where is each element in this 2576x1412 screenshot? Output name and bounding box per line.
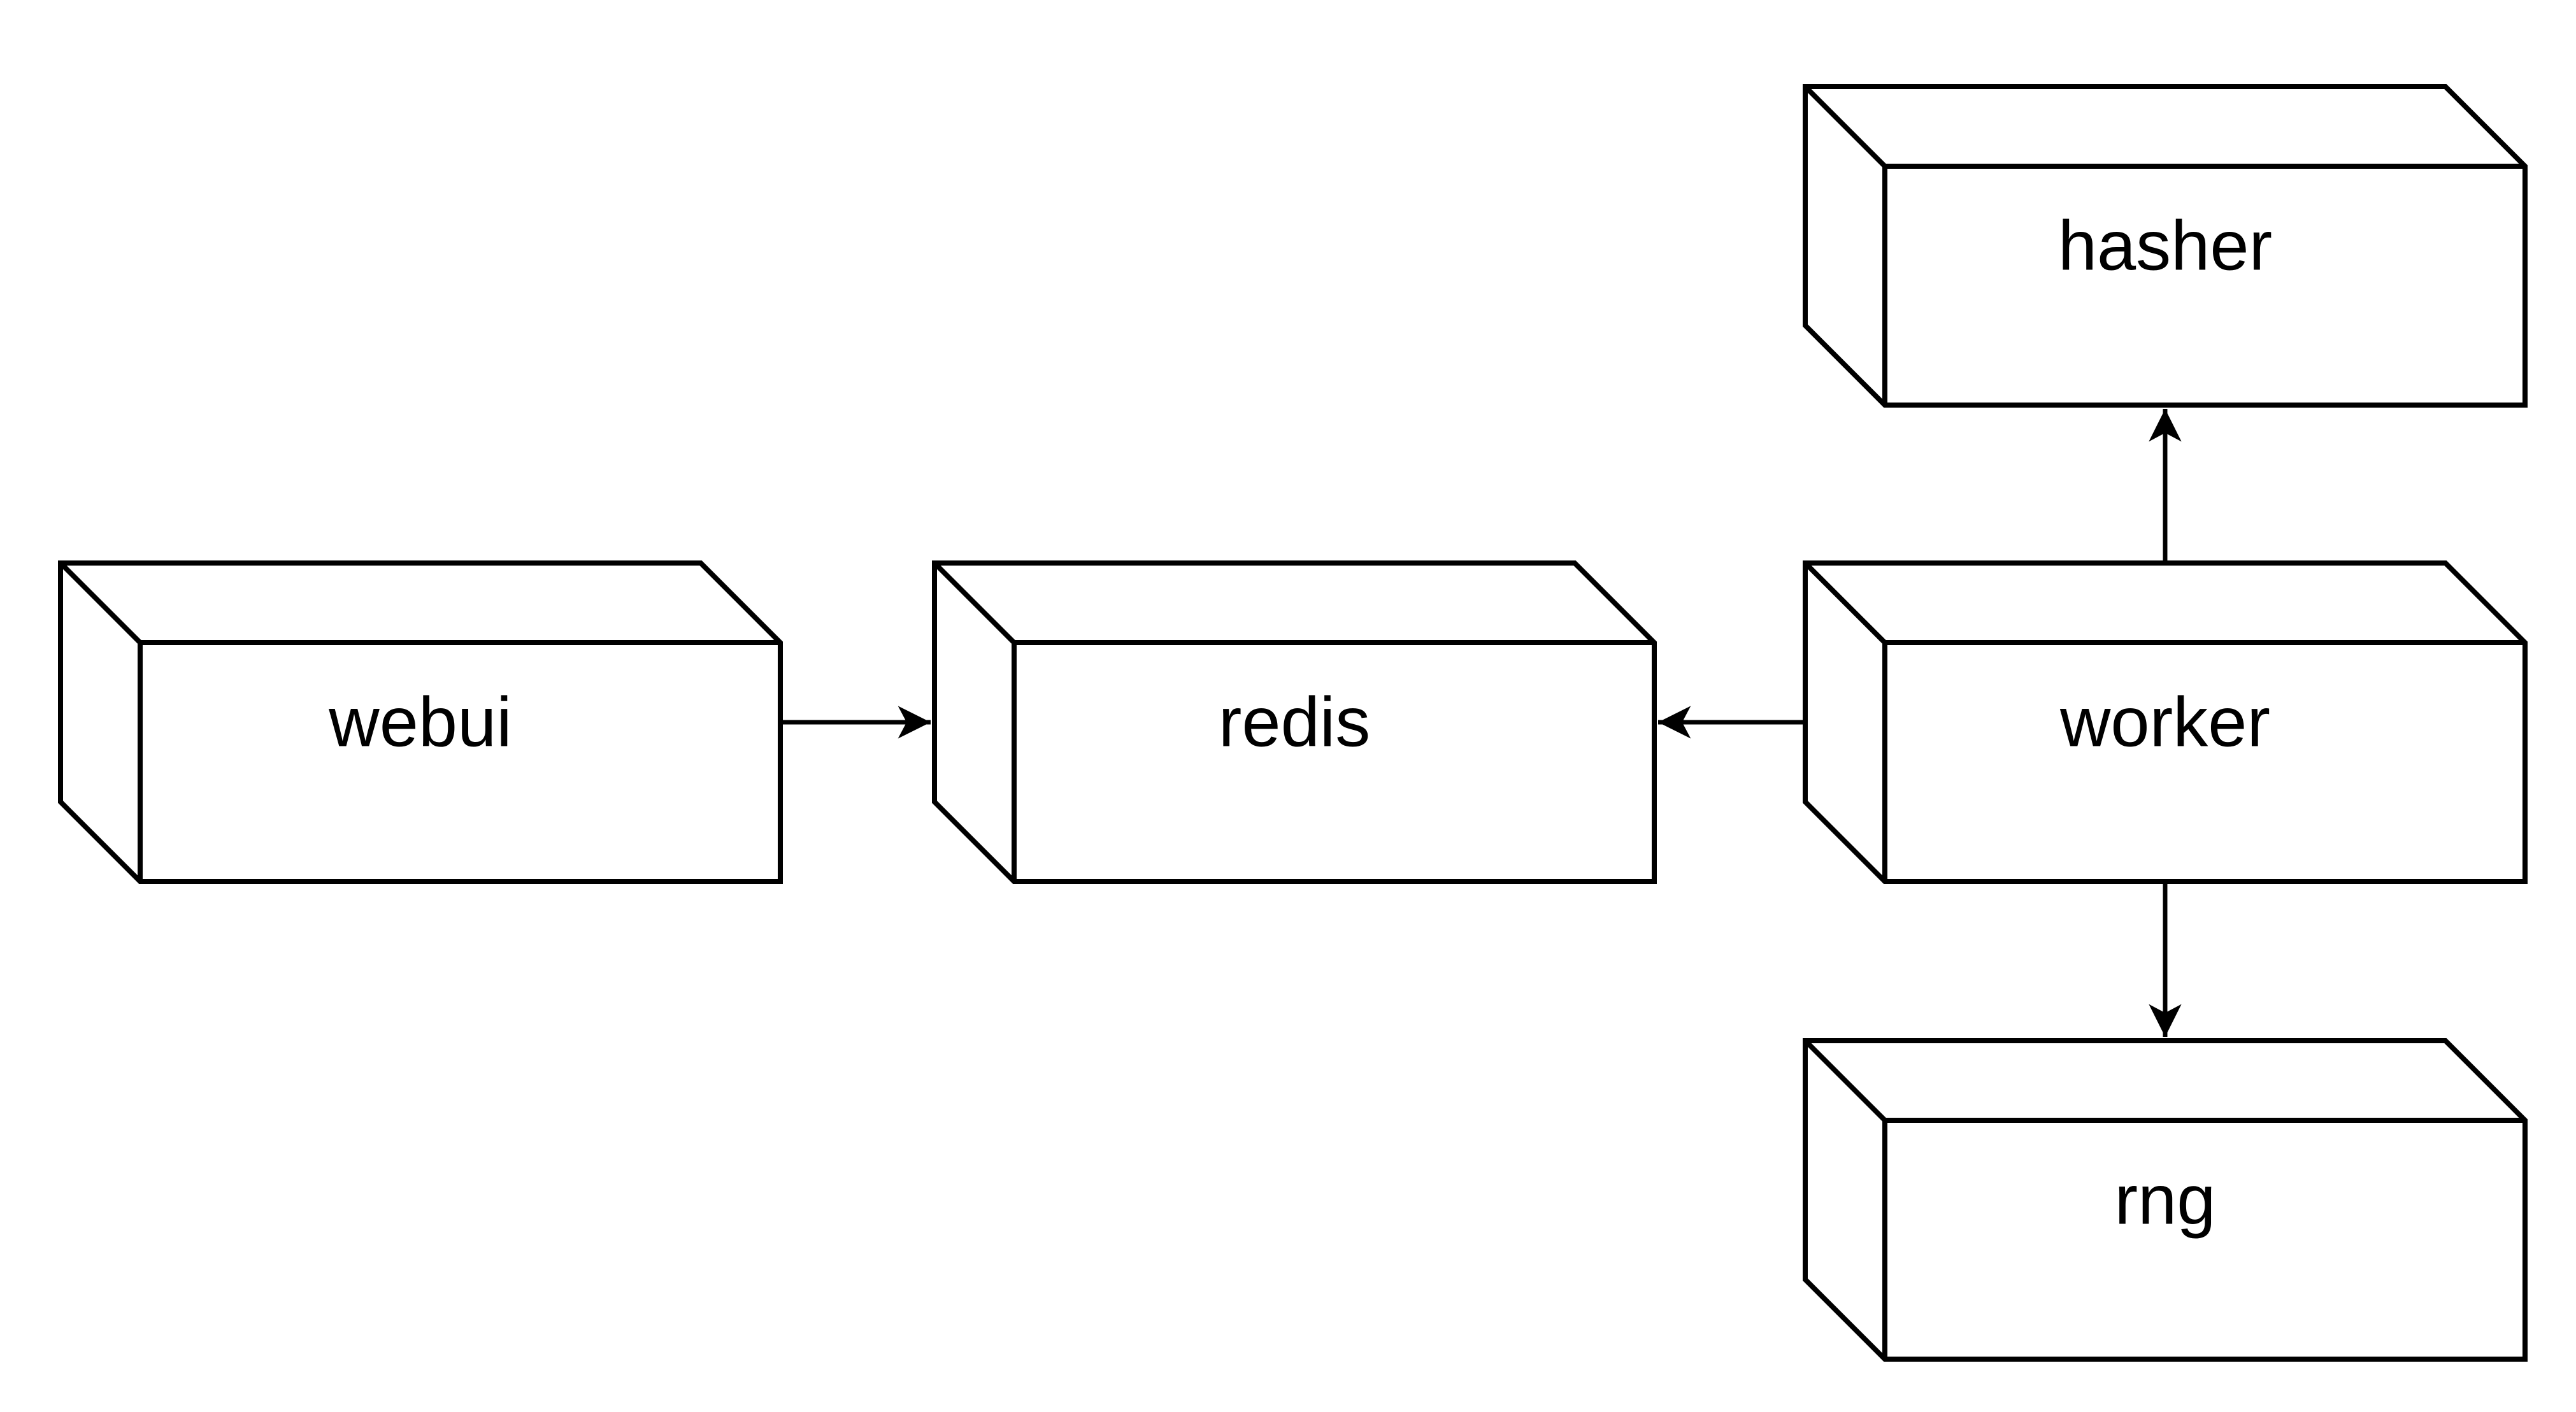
node-label: worker <box>2059 683 2270 762</box>
cube-edges <box>1803 561 2525 881</box>
node-label: redis <box>1219 683 1370 762</box>
cube-edges <box>933 561 1654 881</box>
node-worker[interactable]: worker <box>1803 560 2528 884</box>
node-label: rng <box>2115 1161 2216 1239</box>
node-label: webui <box>328 683 512 762</box>
node-hasher[interactable]: hasher <box>1803 84 2528 408</box>
node-redis[interactable]: redis <box>932 560 1657 884</box>
node-webui[interactable]: webui <box>58 560 783 884</box>
node-rng[interactable]: rng <box>1803 1038 2528 1362</box>
cube-edges <box>1803 85 2525 405</box>
node-label: hasher <box>2058 207 2272 285</box>
cube-edges <box>1803 1039 2525 1359</box>
cube-edges <box>59 561 780 881</box>
